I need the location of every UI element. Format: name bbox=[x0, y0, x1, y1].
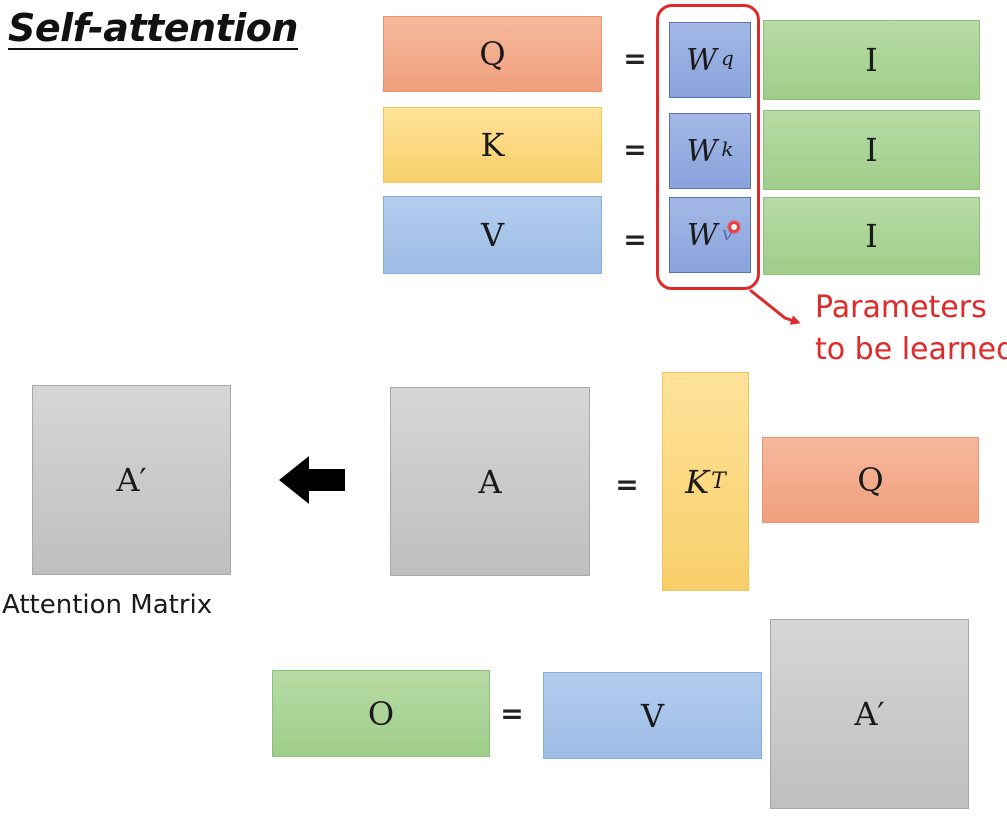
q-output-box: Q bbox=[383, 16, 602, 92]
parameters-highlight-frame bbox=[656, 4, 760, 290]
equals-sign: = bbox=[623, 133, 647, 166]
i-input-box: I bbox=[763, 197, 980, 275]
red-callout-arrow bbox=[749, 288, 801, 325]
kt-base: K bbox=[685, 462, 710, 501]
kt-superscript: T bbox=[711, 469, 726, 494]
equals-sign: = bbox=[615, 468, 639, 501]
equals-sign: = bbox=[623, 42, 647, 75]
parameters-note-line1: Parameters bbox=[815, 290, 987, 325]
weight-base: W bbox=[686, 217, 718, 253]
a-prime-matrix-output: A′ bbox=[770, 619, 969, 809]
parameters-note-line2: to be learned bbox=[815, 332, 1007, 367]
parameters-note: Parameters to be learned bbox=[815, 287, 1007, 371]
equals-sign: = bbox=[500, 697, 524, 730]
a-matrix: A bbox=[390, 387, 590, 576]
left-arrow-icon bbox=[279, 456, 345, 504]
slide-title: Self-attention bbox=[8, 6, 298, 50]
v-output-box: V bbox=[383, 196, 602, 274]
q-box: Q bbox=[762, 437, 979, 523]
weight-superscript: k bbox=[721, 137, 734, 161]
equals-sign: = bbox=[623, 223, 647, 256]
weight-base: W bbox=[686, 42, 718, 78]
pointer-cursor-icon bbox=[727, 220, 741, 234]
k-output-box: K bbox=[383, 107, 602, 183]
a-prime-matrix: A′ bbox=[32, 385, 231, 575]
attention-matrix-caption: Attention Matrix bbox=[2, 590, 213, 620]
i-input-box: I bbox=[763, 20, 980, 100]
weight-superscript: q bbox=[721, 46, 734, 70]
v-box: V bbox=[543, 672, 762, 759]
i-input-box: I bbox=[763, 110, 980, 190]
weight-base: W bbox=[686, 133, 718, 169]
weight-superscript: v bbox=[721, 221, 734, 245]
o-output-box: O bbox=[272, 670, 490, 757]
